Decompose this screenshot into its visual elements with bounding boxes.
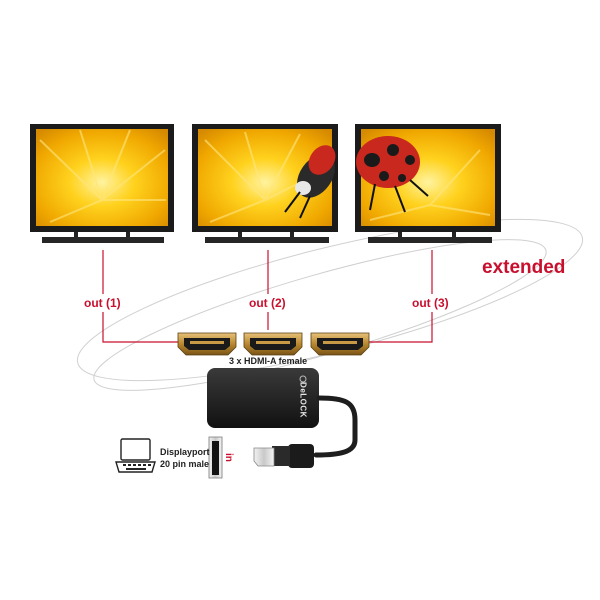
out-1-label: out (1) <box>84 296 121 310</box>
monitor-2 <box>192 124 338 243</box>
hdmi-port-1 <box>177 332 237 356</box>
hdmi-port-2 <box>243 332 303 356</box>
displayport-plug <box>253 444 314 468</box>
brand-text: DeLOCK <box>298 382 308 418</box>
extended-label: extended <box>482 257 566 278</box>
brand-logo: DeLOCK <box>296 374 310 426</box>
ladybug-side <box>284 145 336 219</box>
hdmi-label: 3 x HDMI-A female <box>229 356 308 366</box>
hdmi-port-3 <box>310 332 370 356</box>
displayport-plug-icon <box>208 436 223 479</box>
out-3-label: out (3) <box>412 296 449 310</box>
adapter-body <box>207 368 358 458</box>
connection-lines <box>102 250 433 343</box>
out-2-label: out (2) <box>249 296 286 310</box>
input-label: in <box>223 453 234 462</box>
monitor-1 <box>30 124 174 243</box>
displayport-label-line2: 20 pin male <box>160 459 210 469</box>
laptop-icon <box>115 438 156 473</box>
ladybug-top <box>356 136 429 213</box>
displayport-label-line1: Displayport <box>160 447 210 457</box>
monitor-3 <box>355 124 501 243</box>
